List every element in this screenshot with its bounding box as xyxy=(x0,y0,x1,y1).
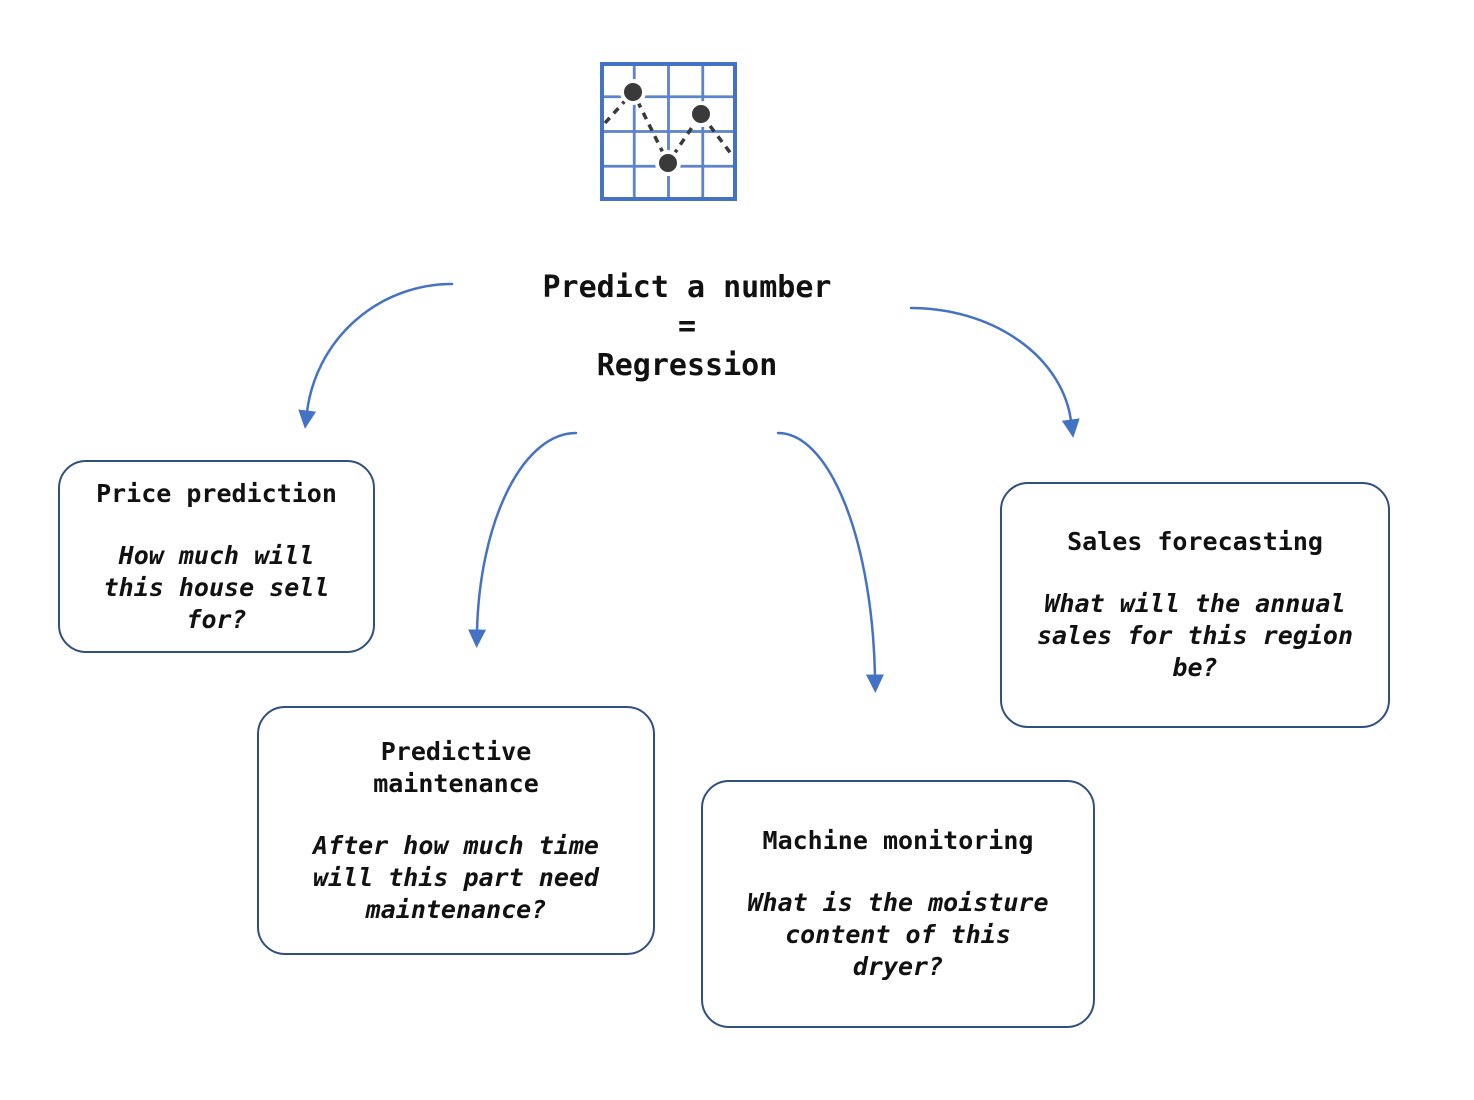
box-sales-forecasting: Sales forecasting What will the annual s… xyxy=(1000,482,1390,728)
line-chart-grid-icon xyxy=(600,62,737,201)
data-point-dot xyxy=(655,150,681,176)
box-question: What will the annual sales for this regi… xyxy=(1036,589,1354,682)
box-question: How much will this house sell for? xyxy=(103,540,330,634)
box-title: Machine monitoring xyxy=(762,826,1034,855)
arrow-title-to-sales-forecasting xyxy=(909,306,1080,438)
arrow-title-to-price-prediction xyxy=(298,282,454,429)
diagram-title: Predict a number = Regression xyxy=(542,270,832,383)
box-question: What is the moisture content of this dry… xyxy=(747,888,1049,981)
data-point-dot xyxy=(620,79,646,105)
box-machine-monitoring: Machine monitoring What is the moisture … xyxy=(701,780,1095,1028)
box-title: Sales forecasting xyxy=(1067,527,1323,556)
box-question: After how much time will this part need … xyxy=(313,830,599,924)
data-point-dot xyxy=(688,101,714,127)
arrow-title-to-machine-monitoring xyxy=(776,431,884,693)
box-title: Predictive maintenance xyxy=(373,736,539,798)
box-price-prediction: Price prediction How much will this hous… xyxy=(58,460,375,653)
arrow-title-to-predictive-maintenance xyxy=(468,431,578,648)
box-predictive-maintenance: Predictive maintenance After how much ti… xyxy=(257,706,655,955)
grid-border xyxy=(600,62,737,201)
box-title: Price prediction xyxy=(96,478,337,508)
